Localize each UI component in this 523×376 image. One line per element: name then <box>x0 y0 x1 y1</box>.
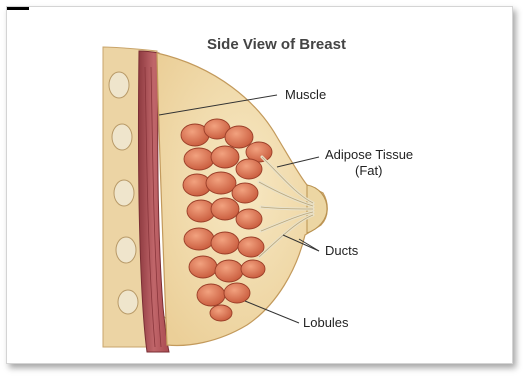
label-adipose-tissue: Adipose Tissue <box>325 147 413 162</box>
label-lobules: Lobules <box>303 315 349 330</box>
image-frame: Side View of Breast <box>6 6 513 364</box>
label-fat: (Fat) <box>355 163 382 178</box>
diagram-title: Side View of Breast <box>207 36 346 53</box>
label-ducts: Ducts <box>325 243 359 258</box>
label-muscle: Muscle <box>285 87 326 102</box>
breast-anatomy-diagram: Side View of Breast <box>7 7 512 363</box>
